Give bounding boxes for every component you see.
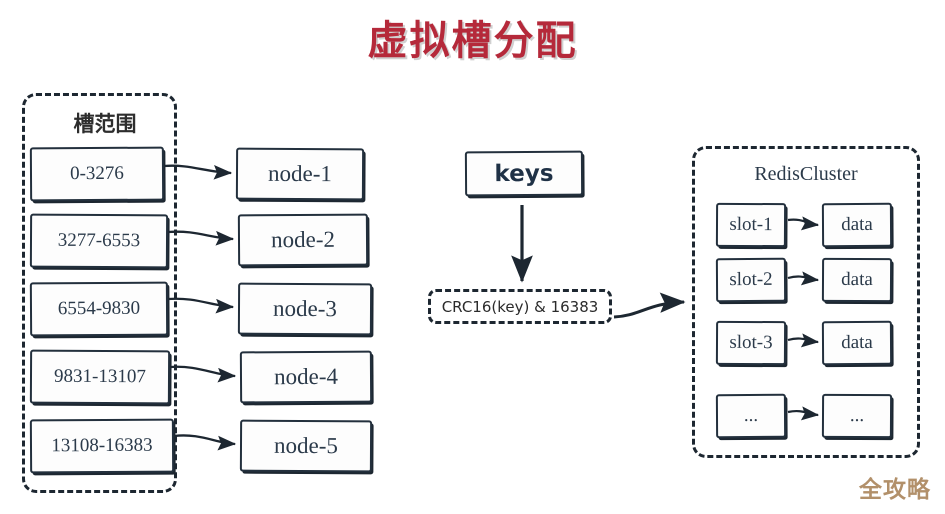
data-box-2[interactable]: data <box>821 257 893 303</box>
redis-cluster-label: RedisCluster <box>754 163 858 185</box>
node-box-1[interactable]: node-1 <box>235 147 365 201</box>
node-box-5[interactable]: node-5 <box>239 419 373 473</box>
slot-range-box-2[interactable]: 3277-6553 <box>29 213 169 269</box>
slot-range-box-4[interactable]: 9831-13107 <box>29 349 171 405</box>
slot-box-4[interactable]: ... <box>715 393 787 439</box>
slot-box-2[interactable]: slot-2 <box>715 257 787 303</box>
watermark: 全攻略 <box>859 477 931 503</box>
node-box-2[interactable]: node-2 <box>237 213 369 267</box>
page-title: 虚拟槽分配 <box>367 18 578 64</box>
data-box-4[interactable]: ... <box>821 393 893 439</box>
node-box-3[interactable]: node-3 <box>237 282 373 336</box>
data-box-1[interactable]: data <box>821 202 893 248</box>
slot-range-box-1[interactable]: 0-3276 <box>29 146 165 202</box>
slot-range-box-5[interactable]: 13108-16383 <box>29 418 175 474</box>
slot-box-1[interactable]: slot-1 <box>715 202 787 248</box>
data-box-3[interactable]: data <box>821 320 893 366</box>
keys-box[interactable]: keys <box>464 150 584 197</box>
slot-range-panel-label: 槽范围 <box>73 112 137 136</box>
redis-cluster-panel <box>692 146 920 458</box>
slot-box-3[interactable]: slot-3 <box>715 320 787 366</box>
slot-range-box-3[interactable]: 6554-9830 <box>29 281 169 337</box>
node-box-4[interactable]: node-4 <box>239 350 373 404</box>
slot-range-panel <box>22 93 177 493</box>
hash-expression-box[interactable]: CRC16(key) & 16383 <box>428 289 612 324</box>
